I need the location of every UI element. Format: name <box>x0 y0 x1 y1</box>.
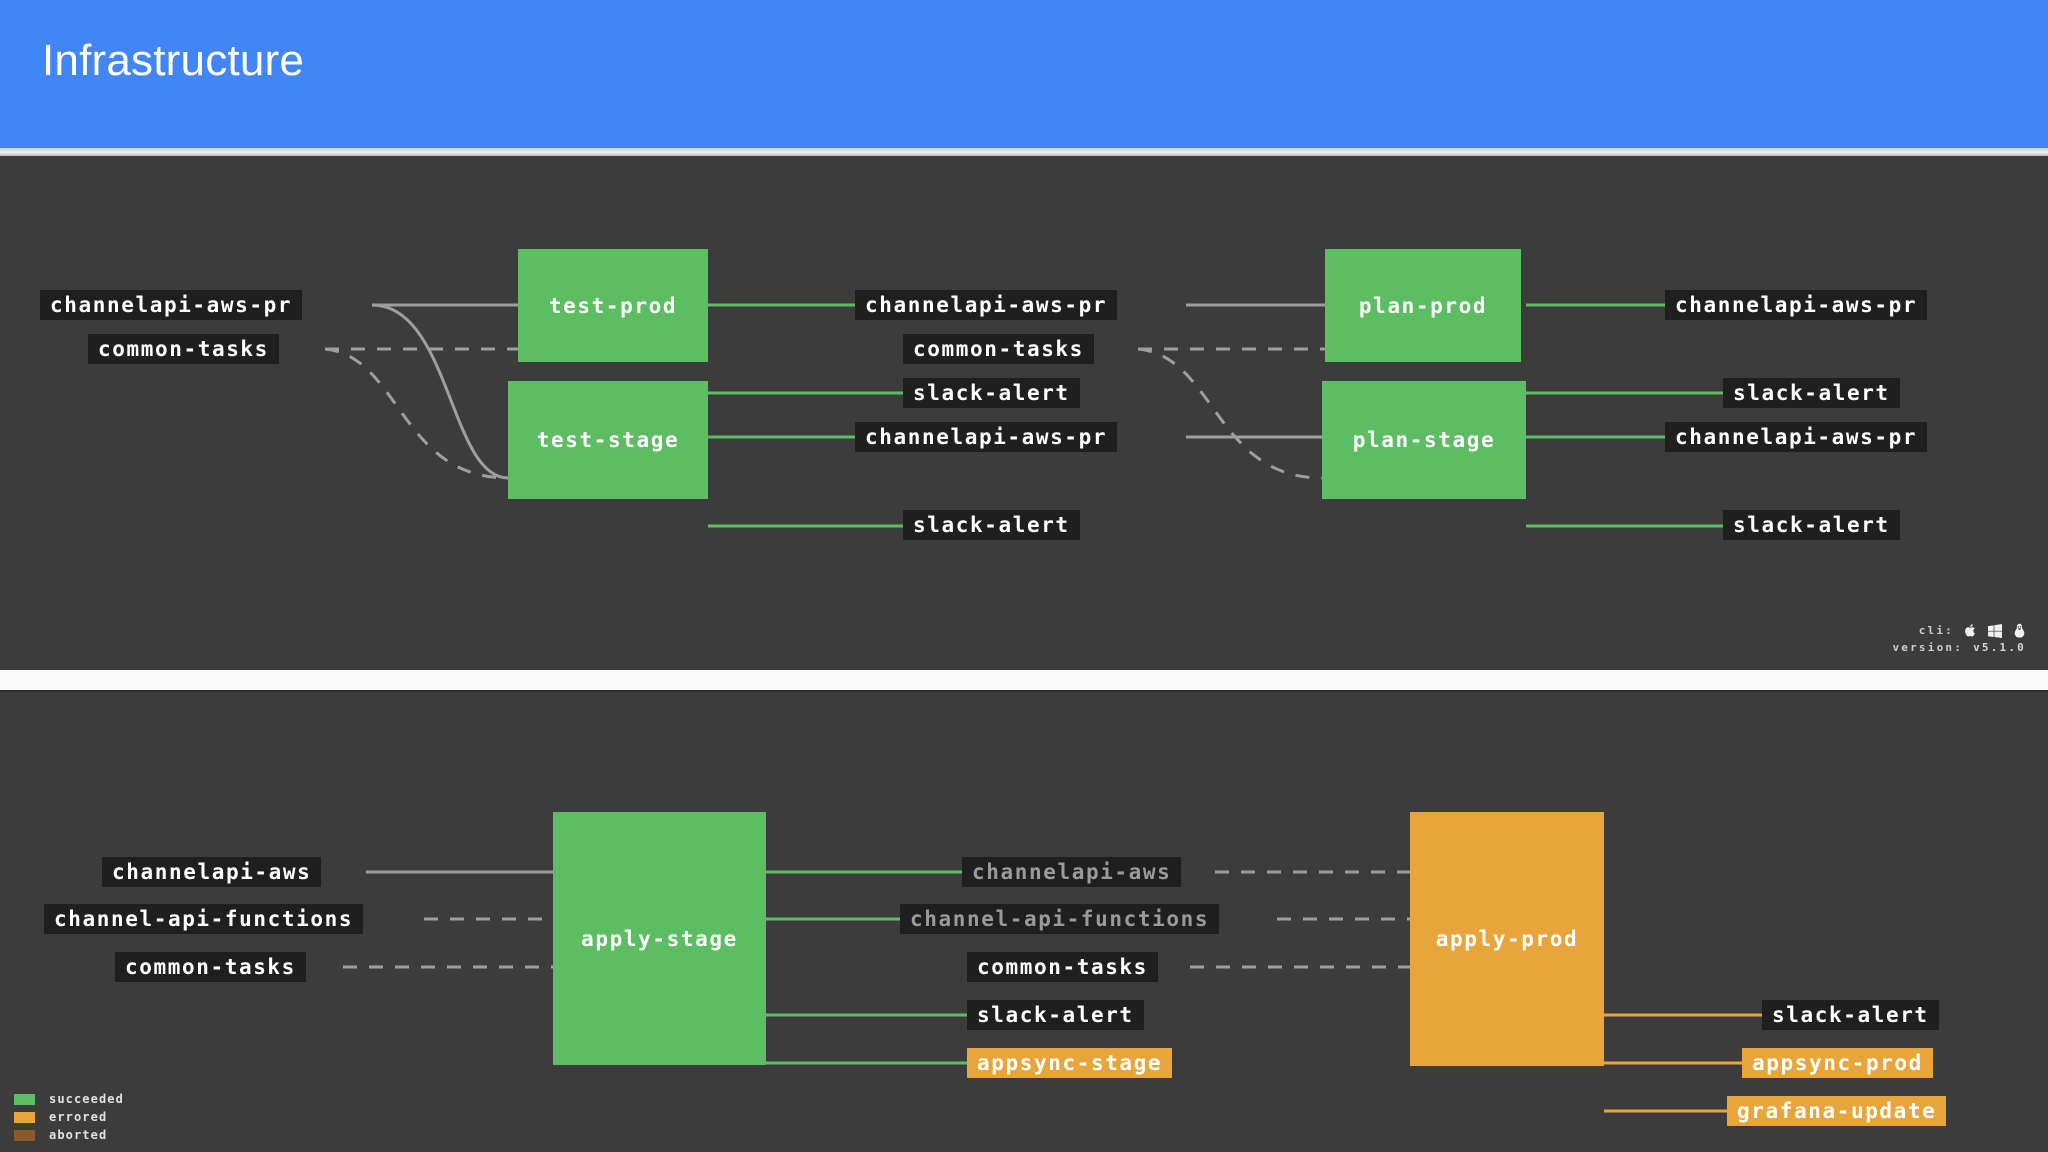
app-header: Infrastructure <box>0 0 2048 148</box>
node-common-tasks[interactable]: common-tasks <box>115 952 306 982</box>
legend-item-errored: errored <box>14 1108 124 1126</box>
node-test-prod[interactable]: test-prod <box>518 249 708 362</box>
node-common-tasks[interactable]: common-tasks <box>88 334 279 364</box>
linux-icon <box>2014 623 2025 638</box>
node-grafana-update[interactable]: grafana-update <box>1727 1096 1947 1126</box>
node-channelapi-aws-pr[interactable]: channelapi-aws-pr <box>855 422 1118 452</box>
legend-label-errored: errored <box>49 1110 108 1124</box>
node-apply-stage[interactable]: apply-stage <box>553 812 766 1065</box>
node-channelapi-aws-pr[interactable]: channelapi-aws-pr <box>1665 422 1928 452</box>
node-slack-alert[interactable]: slack-alert <box>1723 510 1900 540</box>
cli-platform-icons <box>1964 623 2026 638</box>
legend-swatch-aborted <box>14 1129 35 1141</box>
legend-swatch-errored <box>14 1111 35 1123</box>
windows-icon <box>1988 623 2002 638</box>
node-channel-api-functions[interactable]: channel-api-functions <box>900 904 1220 934</box>
node-channelapi-aws-pr[interactable]: channelapi-aws-pr <box>1665 290 1928 320</box>
legend-label-aborted: aborted <box>49 1128 108 1142</box>
node-slack-alert[interactable]: slack-alert <box>967 1000 1144 1030</box>
edge-dashed <box>1137 347 1323 480</box>
edge-dashed <box>324 347 509 480</box>
node-appsync-stage[interactable]: appsync-stage <box>967 1048 1173 1078</box>
panel-divider <box>0 670 2048 692</box>
node-slack-alert[interactable]: slack-alert <box>1723 378 1900 408</box>
node-slack-alert[interactable]: slack-alert <box>1762 1000 1939 1030</box>
node-plan-prod[interactable]: plan-prod <box>1325 249 1521 362</box>
node-apply-prod[interactable]: apply-prod <box>1410 812 1604 1066</box>
legend-item-succeeded: succeeded <box>14 1090 124 1108</box>
node-common-tasks[interactable]: common-tasks <box>903 334 1094 364</box>
apple-icon <box>1965 624 1975 637</box>
pipeline-graph-apply[interactable]: channelapi-aws channel-api-functions com… <box>0 692 2048 1152</box>
cli-info: cli: version: v5.1.0 <box>1892 622 2026 656</box>
node-channel-api-functions[interactable]: channel-api-functions <box>44 904 364 934</box>
pipeline-graph-test-plan[interactable]: channelapi-aws-pr common-tasks test-prod… <box>0 156 2048 670</box>
edge-solid <box>371 303 509 480</box>
legend-label-succeeded: succeeded <box>49 1092 124 1106</box>
node-channelapi-aws[interactable]: channelapi-aws <box>102 857 322 887</box>
node-channelapi-aws-pr[interactable]: channelapi-aws-pr <box>855 290 1118 320</box>
header-divider <box>0 148 2048 156</box>
status-legend: succeeded errored aborted <box>14 1090 124 1144</box>
graph-edges-top <box>324 303 1723 528</box>
cli-version-row: version: v5.1.0 <box>1892 639 2026 656</box>
node-plan-stage[interactable]: plan-stage <box>1322 381 1526 499</box>
node-appsync-prod[interactable]: appsync-prod <box>1742 1048 1933 1078</box>
graph-edges-bottom <box>343 870 1762 1113</box>
cli-platforms-row: cli: <box>1892 622 2026 639</box>
version-label: version: <box>1892 641 1964 654</box>
node-channelapi-aws[interactable]: channelapi-aws <box>962 857 1182 887</box>
legend-item-aborted: aborted <box>14 1126 124 1144</box>
cli-label: cli: <box>1918 624 1954 637</box>
node-slack-alert[interactable]: slack-alert <box>903 378 1080 408</box>
legend-swatch-succeeded <box>14 1093 35 1105</box>
node-test-stage[interactable]: test-stage <box>508 381 708 499</box>
node-common-tasks[interactable]: common-tasks <box>967 952 1158 982</box>
version-value: v5.1.0 <box>1973 641 2026 654</box>
node-channelapi-aws-pr[interactable]: channelapi-aws-pr <box>40 290 303 320</box>
page-title: Infrastructure <box>42 36 305 85</box>
node-slack-alert[interactable]: slack-alert <box>903 510 1080 540</box>
